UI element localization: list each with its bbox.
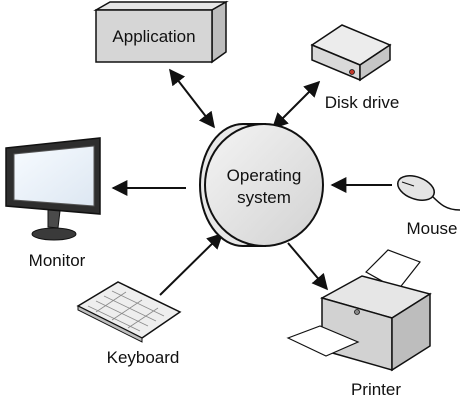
arrow-diskdrive-os [271,80,321,130]
arrow-application-os [169,68,215,129]
mouse-button-icon [401,181,415,187]
monitor-node: Monitor [5,137,101,270]
os-label-line2: system [237,188,291,207]
mouse-cable-icon [431,195,461,211]
application-box-front [95,9,213,63]
keyboard-label: Keyboard [107,348,180,367]
connection-arrows [111,68,392,296]
monitor-base-icon [31,227,77,241]
mouse-body-icon [397,175,435,201]
printer-label: Printer [351,380,401,399]
operating-system-node: Operating system [199,123,324,247]
printer-node: Printer [286,249,432,399]
os-label-line1: Operating [227,166,302,185]
disk-drive-led-icon [349,69,355,75]
monitor-screen-icon [13,145,95,207]
monitor-stand-icon [47,209,61,229]
printer-button-icon [354,309,360,315]
arrow-os-printer [287,242,329,291]
application-label: Application [112,27,195,46]
arrow-keyboard-os [159,232,224,296]
mouse-label: Mouse [406,219,457,238]
printer-output-paper-icon [286,325,360,357]
keyboard-node: Keyboard [76,281,182,367]
application-node: Application [93,0,229,64]
keyboard-keys-icon [87,290,165,332]
disk-drive-node: Disk drive [310,24,400,112]
monitor-label: Monitor [29,251,86,270]
disk-drive-label: Disk drive [325,93,400,112]
os-cylinder-face [204,123,324,247]
mouse-node: Mouse [397,175,461,238]
disk-drive-icon-side [359,43,391,82]
application-box-side [211,0,227,64]
application-box-top [93,1,229,11]
printer-side-icon [391,292,431,372]
keyboard-edge-icon [77,305,143,343]
